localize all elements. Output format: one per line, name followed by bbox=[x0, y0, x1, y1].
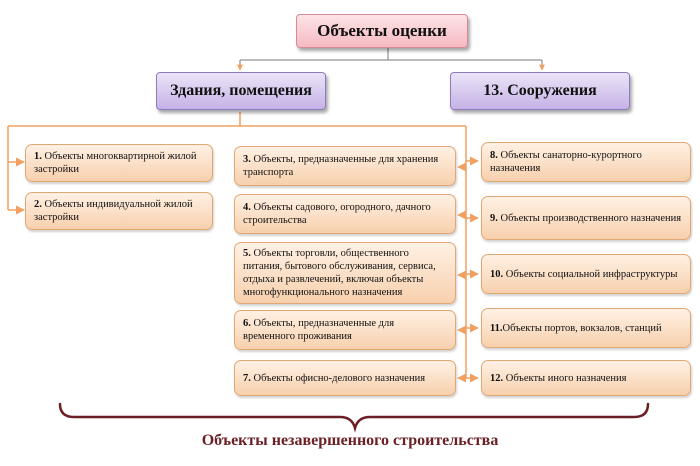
item-text: Объекты офисно-делового назначения bbox=[250, 372, 426, 384]
item-8: 8. Объекты санаторно-курортного назначен… bbox=[481, 142, 691, 182]
item-3: 3. Объекты, предназначенные для хранения… bbox=[234, 146, 456, 186]
item-number: 12. bbox=[490, 372, 504, 384]
root-label: Объекты оценки bbox=[317, 21, 447, 40]
branch-structures-label: 13. Сооружения bbox=[483, 82, 597, 99]
branch-structures: 13. Сооружения bbox=[450, 72, 630, 110]
item-text: Объекты индивидуальной жилой застройки bbox=[34, 199, 193, 223]
item-text: Объекты портов, вокзалов, станций bbox=[502, 322, 662, 334]
item-text: Объекты производственного назначения bbox=[497, 212, 682, 224]
item-1: 1. Объекты многоквартирной жилой застрой… bbox=[25, 144, 213, 182]
item-text: Объекты санаторно-курортного назначения bbox=[490, 150, 642, 174]
branch-buildings-label: Здания, помещения bbox=[170, 82, 312, 99]
item-2: 2. Объекты индивидуальной жилой застройк… bbox=[25, 192, 213, 230]
branch-connector bbox=[8, 112, 466, 127]
item-text: Объекты, предназначенные для хранения тр… bbox=[243, 154, 439, 178]
item-text: Объекты торговли, общественного питания,… bbox=[243, 248, 436, 298]
item-text: Объекты, предназначенные для временного … bbox=[243, 318, 395, 342]
item-text: Объекты иного назначения bbox=[503, 372, 627, 384]
bottom-brace bbox=[58, 402, 650, 433]
item-number: 7. bbox=[243, 372, 251, 384]
root-node: Объекты оценки bbox=[296, 14, 468, 48]
branch-buildings: Здания, помещения bbox=[156, 72, 326, 110]
item-number: 9. bbox=[490, 212, 498, 224]
item-number: 3. bbox=[243, 154, 251, 165]
item-text: Объекты социальной инфраструктуры bbox=[503, 268, 678, 280]
item-number: 11. bbox=[490, 322, 503, 334]
item-number: 6. bbox=[243, 318, 251, 329]
item-11: 11.Объекты портов, вокзалов, станций bbox=[481, 308, 691, 348]
item-12: 12. Объекты иного назначения bbox=[481, 360, 691, 396]
item-text: Объекты многоквартирной жилой застройки bbox=[34, 151, 197, 175]
root-connector bbox=[239, 48, 543, 70]
item-number: 4. bbox=[243, 202, 251, 213]
item-number: 2. bbox=[34, 199, 42, 210]
item-text: Объекты садового, огородного, дачного ст… bbox=[243, 202, 431, 226]
item-number: 1. bbox=[34, 151, 42, 162]
item-6: 6. Объекты, предназначенные для временно… bbox=[234, 310, 456, 350]
item-5: 5. Объекты торговли, общественного питан… bbox=[234, 242, 456, 304]
item-7: 7. Объекты офисно-делового назначения bbox=[234, 360, 456, 396]
item-4: 4. Объекты садового, огородного, дачного… bbox=[234, 194, 456, 234]
item-number: 8. bbox=[490, 150, 498, 161]
item-number: 5. bbox=[243, 248, 251, 259]
item-9: 9. Объекты производственного назначения bbox=[481, 196, 691, 240]
item-number: 10. bbox=[490, 268, 504, 280]
item-10: 10. Объекты социальной инфраструктуры bbox=[481, 254, 691, 294]
footer-label: Объекты незавершенного строительства bbox=[201, 432, 499, 449]
